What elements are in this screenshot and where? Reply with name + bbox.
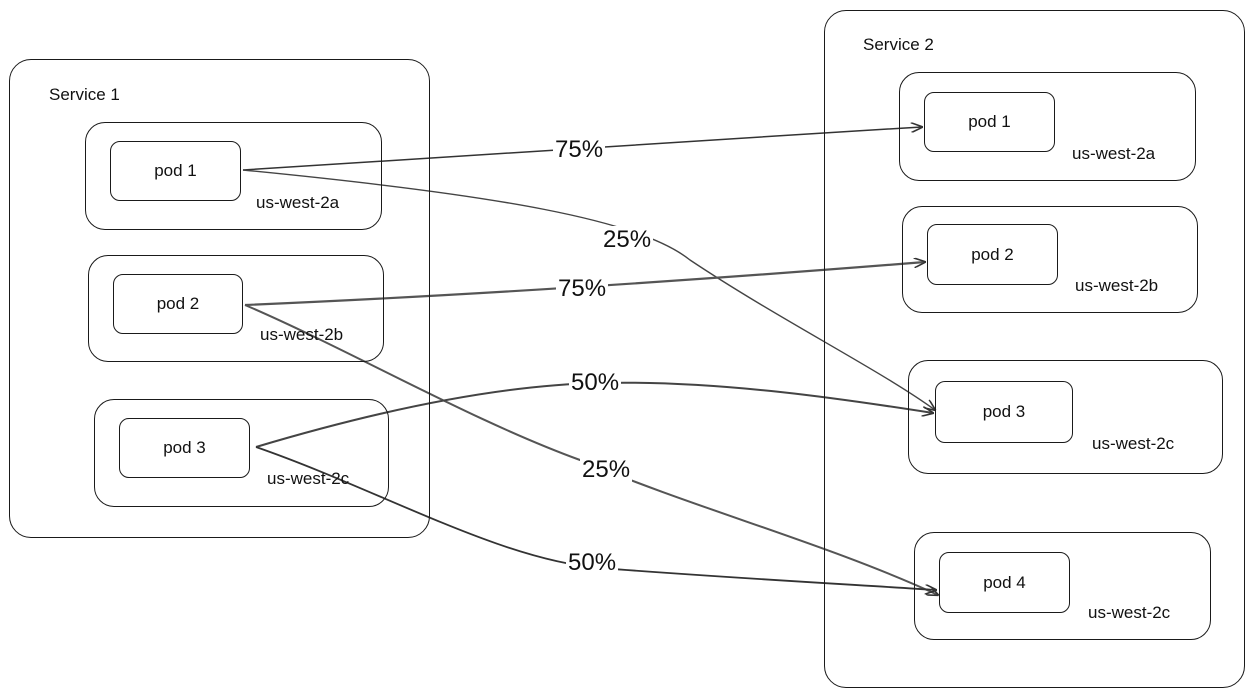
service-2-pod-4[interactable]: pod 4 [939, 552, 1070, 613]
service-2-title: Service 2 [863, 35, 934, 54]
edge-label-s1pod2-to-s2pod2: 75% [556, 275, 609, 303]
service-1-zone-box-1 [85, 122, 382, 230]
service-2-pod-3[interactable]: pod 3 [935, 381, 1073, 443]
edge-label-s1pod2-to-s2pod4: 25% [580, 456, 633, 484]
service-1-pod-2-zone-label: us-west-2b [260, 325, 344, 344]
service-2-zone-box-1 [899, 72, 1196, 181]
service-1-pod-2[interactable]: pod 2 [113, 274, 243, 334]
service-2-zone-box-2 [902, 206, 1198, 313]
service-2-pod-1-zone-label: us-west-2a [1072, 144, 1156, 163]
service-1-pod-3[interactable]: pod 3 [119, 418, 250, 478]
edge-label-s1pod1-to-s2pod3: 25% [601, 226, 654, 254]
service-1-pod-1-zone-label: us-west-2a [256, 193, 340, 212]
service-1-zone-box-3 [94, 399, 389, 507]
service-2-zone-box-4 [914, 532, 1211, 640]
service-2-pod-1[interactable]: pod 1 [924, 92, 1055, 152]
service-2-pod-2-zone-label: us-west-2b [1075, 276, 1159, 295]
service-2-pod-2[interactable]: pod 2 [927, 224, 1058, 285]
service-2-container [824, 10, 1245, 688]
service-2-pod-4-zone-label: us-west-2c [1088, 603, 1171, 622]
service-2-zone-box-3 [908, 360, 1223, 474]
edge-label-s1pod1-to-s2pod1: 75% [553, 136, 606, 164]
edge-label-s1pod3-to-s2pod4: 50% [566, 549, 619, 577]
service-1-title: Service 1 [49, 85, 120, 104]
service-1-zone-box-2 [88, 255, 384, 362]
service-1-container [9, 59, 430, 538]
service-1-pod-3-zone-label: us-west-2c [267, 469, 350, 488]
service-1-pod-1[interactable]: pod 1 [110, 141, 241, 201]
edge-label-s1pod3-to-s2pod3: 50% [569, 369, 622, 397]
service-2-pod-3-zone-label: us-west-2c [1092, 434, 1175, 453]
